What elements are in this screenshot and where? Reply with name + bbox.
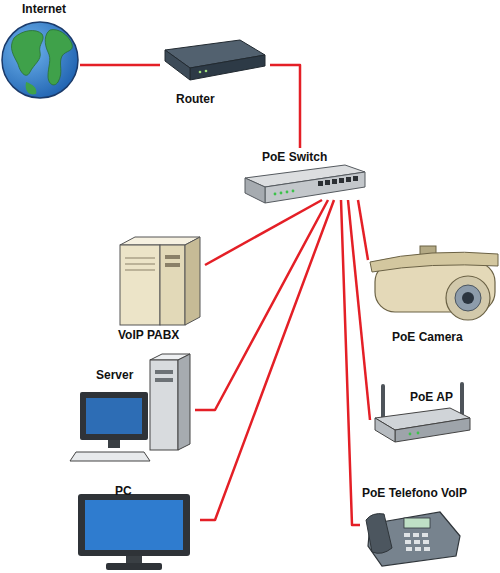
led bbox=[199, 71, 202, 74]
port bbox=[353, 176, 358, 181]
port bbox=[346, 177, 351, 182]
globe-node: Internet bbox=[0, 0, 80, 105]
network-cable bbox=[358, 200, 368, 260]
vent-line bbox=[125, 270, 155, 271]
network-cable bbox=[80, 64, 160, 67]
device-label: PoE Telefono VoIP bbox=[362, 486, 467, 500]
network-cable bbox=[270, 65, 300, 148]
continent bbox=[11, 31, 43, 76]
switch-node: PoE Switch bbox=[240, 148, 370, 200]
device-label: Server bbox=[96, 368, 133, 382]
pabx-tower bbox=[160, 245, 185, 325]
device-label: PoE AP bbox=[410, 390, 453, 404]
key bbox=[404, 533, 410, 537]
monitor-base bbox=[106, 563, 162, 570]
key bbox=[413, 533, 419, 537]
camera-shade bbox=[370, 252, 498, 272]
pabx-side bbox=[185, 237, 200, 325]
pc-node: PC bbox=[70, 478, 200, 570]
camera-node: PoE Camera bbox=[368, 245, 498, 345]
key bbox=[406, 547, 412, 551]
camera-lens-ring bbox=[446, 276, 490, 320]
port bbox=[318, 181, 323, 186]
monitor-frame bbox=[80, 392, 148, 440]
drive-slot bbox=[155, 378, 173, 382]
port bbox=[339, 178, 344, 183]
ap-front bbox=[395, 418, 470, 442]
switch-front bbox=[265, 172, 365, 203]
server-node: Server bbox=[65, 360, 195, 460]
continent bbox=[26, 82, 37, 95]
port bbox=[332, 179, 337, 184]
router-node: Router bbox=[160, 35, 270, 110]
network-cable bbox=[205, 200, 322, 265]
device-label: Router bbox=[176, 92, 215, 106]
led bbox=[274, 193, 277, 196]
monitor-screen bbox=[85, 500, 183, 550]
vent-line bbox=[125, 264, 155, 265]
router-front bbox=[190, 55, 265, 80]
monitor-stand bbox=[126, 556, 142, 563]
key bbox=[423, 540, 429, 544]
switch-side bbox=[245, 178, 265, 203]
router-side bbox=[165, 50, 190, 80]
pabx-tower bbox=[120, 245, 160, 325]
server-side bbox=[178, 354, 190, 450]
monitor-frame bbox=[78, 494, 190, 556]
led bbox=[280, 192, 283, 195]
pabx-node: VoIP PABX bbox=[115, 232, 205, 345]
network-cable bbox=[195, 200, 328, 410]
keyboard bbox=[70, 452, 150, 461]
key bbox=[415, 547, 421, 551]
phone-display bbox=[404, 518, 430, 528]
network-cable bbox=[348, 200, 370, 420]
ap-node: PoE AP bbox=[370, 380, 475, 445]
server-tower bbox=[150, 360, 178, 450]
ap-side bbox=[375, 418, 395, 442]
key bbox=[424, 547, 430, 551]
led bbox=[205, 70, 208, 73]
network-cable bbox=[200, 200, 334, 520]
device-label: PC bbox=[115, 484, 132, 498]
switch-ports bbox=[274, 176, 358, 195]
led bbox=[286, 191, 289, 194]
device-label: PoE Switch bbox=[262, 150, 327, 164]
device-label: VoIP PABX bbox=[118, 328, 179, 342]
vent-line bbox=[125, 258, 155, 259]
led bbox=[417, 432, 420, 435]
port bbox=[325, 180, 330, 185]
key bbox=[405, 540, 411, 544]
antenna bbox=[460, 384, 464, 414]
led bbox=[292, 190, 295, 193]
drive-slot bbox=[165, 255, 180, 259]
device-label: Internet bbox=[22, 2, 66, 16]
globe bbox=[2, 22, 78, 98]
antenna bbox=[381, 386, 385, 421]
monitor-screen bbox=[86, 398, 142, 434]
phone-handset bbox=[366, 514, 392, 554]
phone-keypad bbox=[404, 533, 430, 551]
camera-pupil bbox=[462, 292, 474, 304]
network-cable bbox=[341, 200, 360, 525]
key bbox=[414, 540, 420, 544]
led bbox=[409, 433, 412, 436]
drive-slot bbox=[165, 263, 180, 267]
continent bbox=[45, 30, 72, 85]
device-label: PoE Camera bbox=[392, 330, 463, 344]
key bbox=[422, 533, 428, 537]
monitor-stand bbox=[108, 440, 120, 448]
camera-lens bbox=[455, 285, 481, 311]
phone-node: PoE Telefono VoIP bbox=[360, 483, 480, 568]
drive-slot bbox=[155, 370, 173, 374]
